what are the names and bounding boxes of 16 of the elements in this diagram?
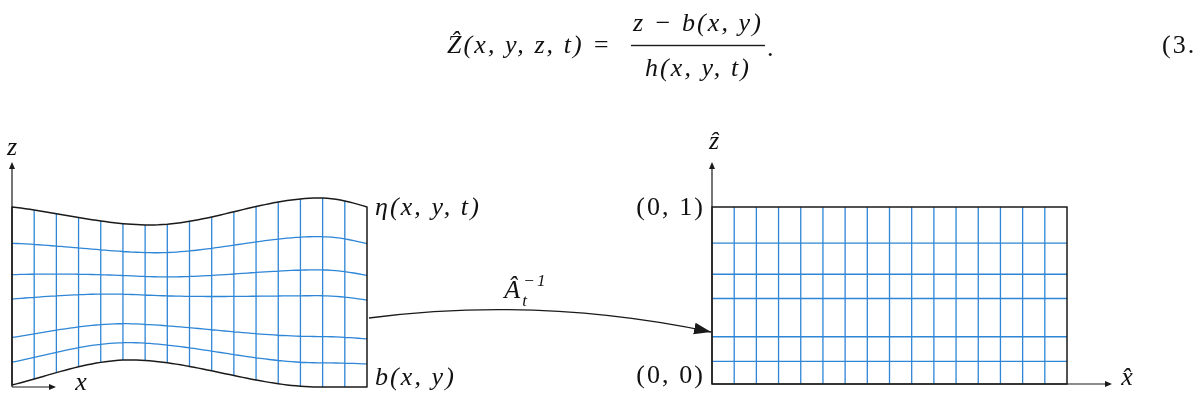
curvilinear-mesh [11, 196, 369, 389]
axis-label: z [6, 134, 20, 160]
axis-label: x [75, 369, 89, 395]
curved-arrow [368, 309, 712, 335]
coordinate-label: (0, 1) [636, 194, 705, 220]
coordinate-label: (0, 0) [636, 362, 705, 388]
equation-text: Ẑ(x, y, z, t) = [447, 32, 612, 58]
boundary-label: b(x, y) [375, 364, 456, 390]
equation-number: (3. [1162, 32, 1197, 58]
axis-label: ẑ [708, 128, 722, 154]
punctuation-mark: . [767, 35, 776, 61]
boundary-label: η(x, y, t) [375, 194, 481, 220]
fraction-numerator: z − b(x, y) [633, 10, 763, 36]
axis-label: x̂ [1121, 364, 1135, 390]
fraction-denominator: h(x, y, t) [645, 55, 751, 81]
rectangular-mesh [711, 206, 1068, 385]
